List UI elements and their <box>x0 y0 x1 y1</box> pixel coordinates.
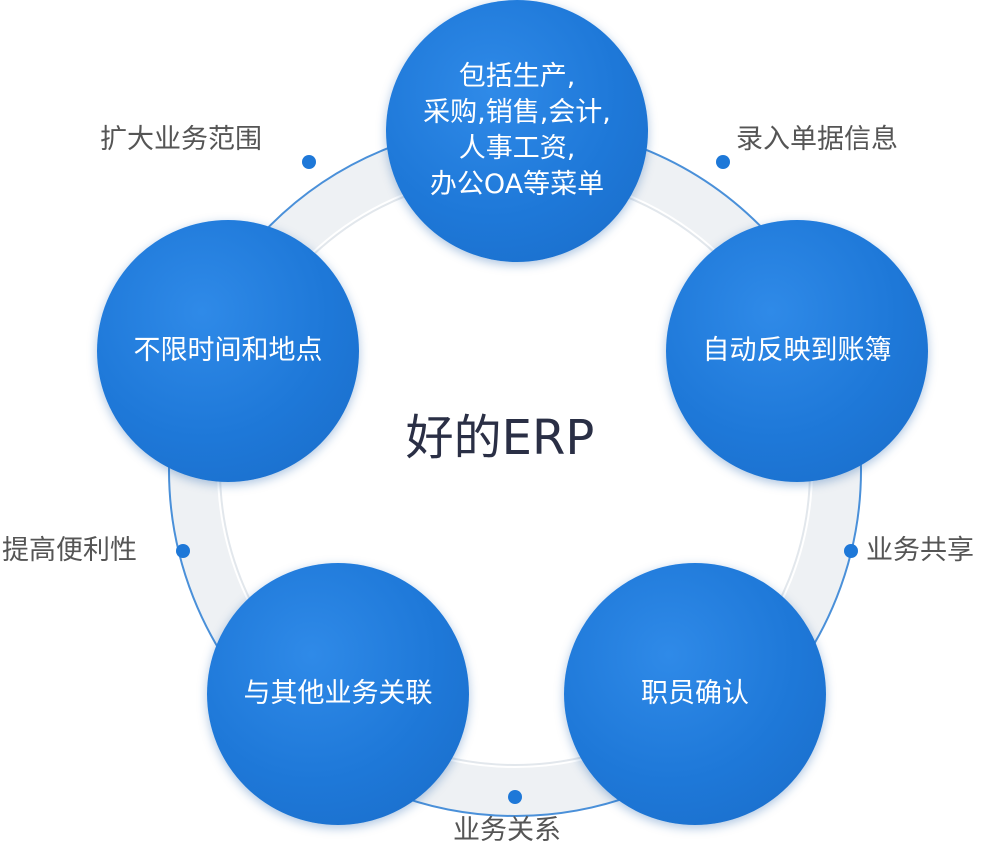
dot-edge-2 <box>844 544 858 558</box>
node-business-link: 与其他业务关联 <box>207 563 469 825</box>
dot-edge-3 <box>508 790 522 804</box>
center-title: 好的ERP <box>405 410 595 466</box>
dot-edge-1 <box>716 155 730 169</box>
node-auto-ledger: 自动反映到账簿 <box>666 220 928 482</box>
edge-label-convenience: 提高便利性 <box>2 535 137 566</box>
node-menus-text: 包括生产, 采购,销售,会计, 人事工资, 办公OA等菜单 <box>423 61 611 200</box>
node-staff-confirm-text: 职员确认 <box>641 678 749 709</box>
dot-edge-4 <box>176 544 190 558</box>
node-anytime-anywhere-text: 不限时间和地点 <box>133 335 323 366</box>
node-menus: 包括生产, 采购,销售,会计, 人事工资, 办公OA等菜单 <box>386 0 648 262</box>
edge-label-business-sharing: 业务共享 <box>866 535 974 566</box>
node-staff-confirm: 职员确认 <box>564 563 826 825</box>
edge-label-business-relations: 业务关系 <box>453 815 561 846</box>
dot-edge-5 <box>302 155 316 169</box>
edge-label-enter-documents: 录入单据信息 <box>736 124 898 155</box>
node-anytime-anywhere: 不限时间和地点 <box>97 220 359 482</box>
node-auto-ledger-text: 自动反映到账簿 <box>702 335 892 366</box>
node-business-link-text: 与其他业务关联 <box>243 678 433 709</box>
edge-label-expand-scope: 扩大业务范围 <box>100 124 262 155</box>
